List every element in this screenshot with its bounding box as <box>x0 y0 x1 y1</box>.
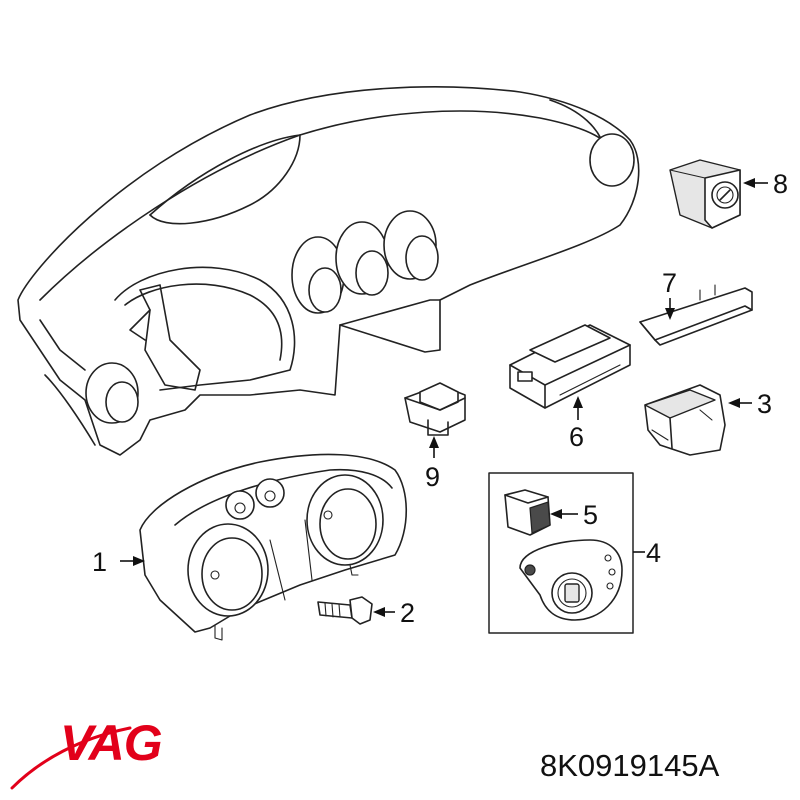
callout-4: 4 <box>646 538 661 568</box>
part-8-rotary-switch <box>669 159 741 229</box>
logo-swoosh <box>10 726 132 790</box>
callout-1: 1 <box>92 547 107 577</box>
part-9-small-switch <box>404 382 466 436</box>
callout-labels: 1 2 3 4 5 6 7 8 9 <box>92 169 788 628</box>
callout-8: 8 <box>773 169 788 199</box>
callout-7: 7 <box>662 268 677 298</box>
part-4-group-box <box>488 472 634 634</box>
part-number: 8K0919145A <box>540 748 720 783</box>
part-5-switch <box>504 489 551 536</box>
part-1-instrument-cluster <box>139 453 408 641</box>
callout-6: 6 <box>569 422 584 452</box>
part-4-light-switch <box>519 539 623 621</box>
vag-logo: VAG <box>10 715 163 790</box>
callout-3: 3 <box>757 389 772 419</box>
logo-text: VAG <box>60 715 162 771</box>
callout-2: 2 <box>400 598 415 628</box>
part-3-switch-housing <box>644 384 726 456</box>
callout-9: 9 <box>425 462 440 492</box>
leader-lines <box>120 178 768 617</box>
part-6-control-module <box>509 324 631 409</box>
part-2-bolt <box>317 596 373 625</box>
part-7-trim-strip <box>639 284 753 346</box>
callout-5: 5 <box>583 500 598 530</box>
dashboard-illustration <box>17 86 640 456</box>
